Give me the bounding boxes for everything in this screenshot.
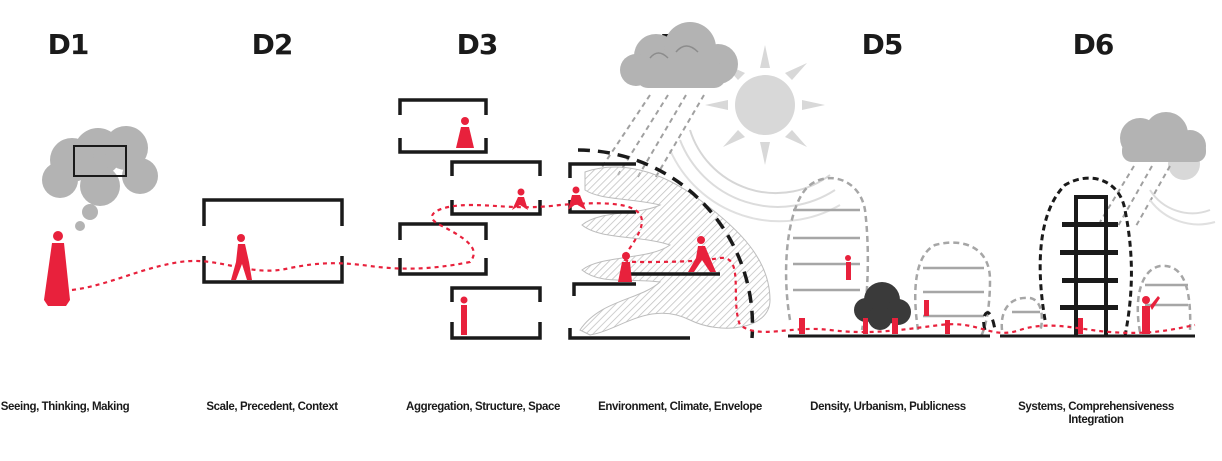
stage-caption-d6: Systems, Comprehensiveness Integration — [1018, 401, 1174, 426]
stage-title-d6: D6 — [1072, 28, 1115, 61]
stage-caption-d5: Density, Urbanism, Publicness — [810, 401, 966, 413]
stage-caption-d2: Scale, Precedent, Context — [206, 401, 338, 413]
d1-standing-figure — [44, 231, 70, 306]
d6-tower — [1038, 176, 1133, 337]
journey-path — [71, 202, 1196, 335]
stage-caption-d1: Seeing, Thinking, Making — [0, 401, 130, 413]
stage-caption-d3: Aggregation, Structure, Space — [406, 401, 560, 413]
stage-title-d5: D5 — [861, 28, 904, 61]
d6-figures — [1078, 296, 1160, 334]
d4-rain-cloud — [599, 22, 738, 181]
stage-title-d3: D3 — [456, 28, 499, 61]
d5-towers — [784, 176, 992, 339]
d3-figures — [456, 117, 528, 335]
d3-boxes — [398, 98, 542, 340]
d4-sun — [669, 45, 841, 223]
d4-envelope — [577, 148, 771, 339]
d5-boundary — [982, 311, 997, 331]
d6-cloud-sun — [1099, 112, 1216, 227]
d5-tree — [854, 282, 911, 330]
d1-thought-cloud — [42, 126, 158, 231]
d2-frame — [202, 198, 344, 284]
stage-title-d1: D1 — [47, 28, 90, 61]
d2-walking-figure — [231, 234, 252, 280]
stage-title-d2: D2 — [251, 28, 294, 61]
d5-figures — [799, 255, 950, 334]
d4-figures — [568, 186, 716, 282]
d6-side-buildings — [1000, 264, 1192, 333]
stage-caption-d4: Environment, Climate, Envelope — [598, 401, 762, 413]
